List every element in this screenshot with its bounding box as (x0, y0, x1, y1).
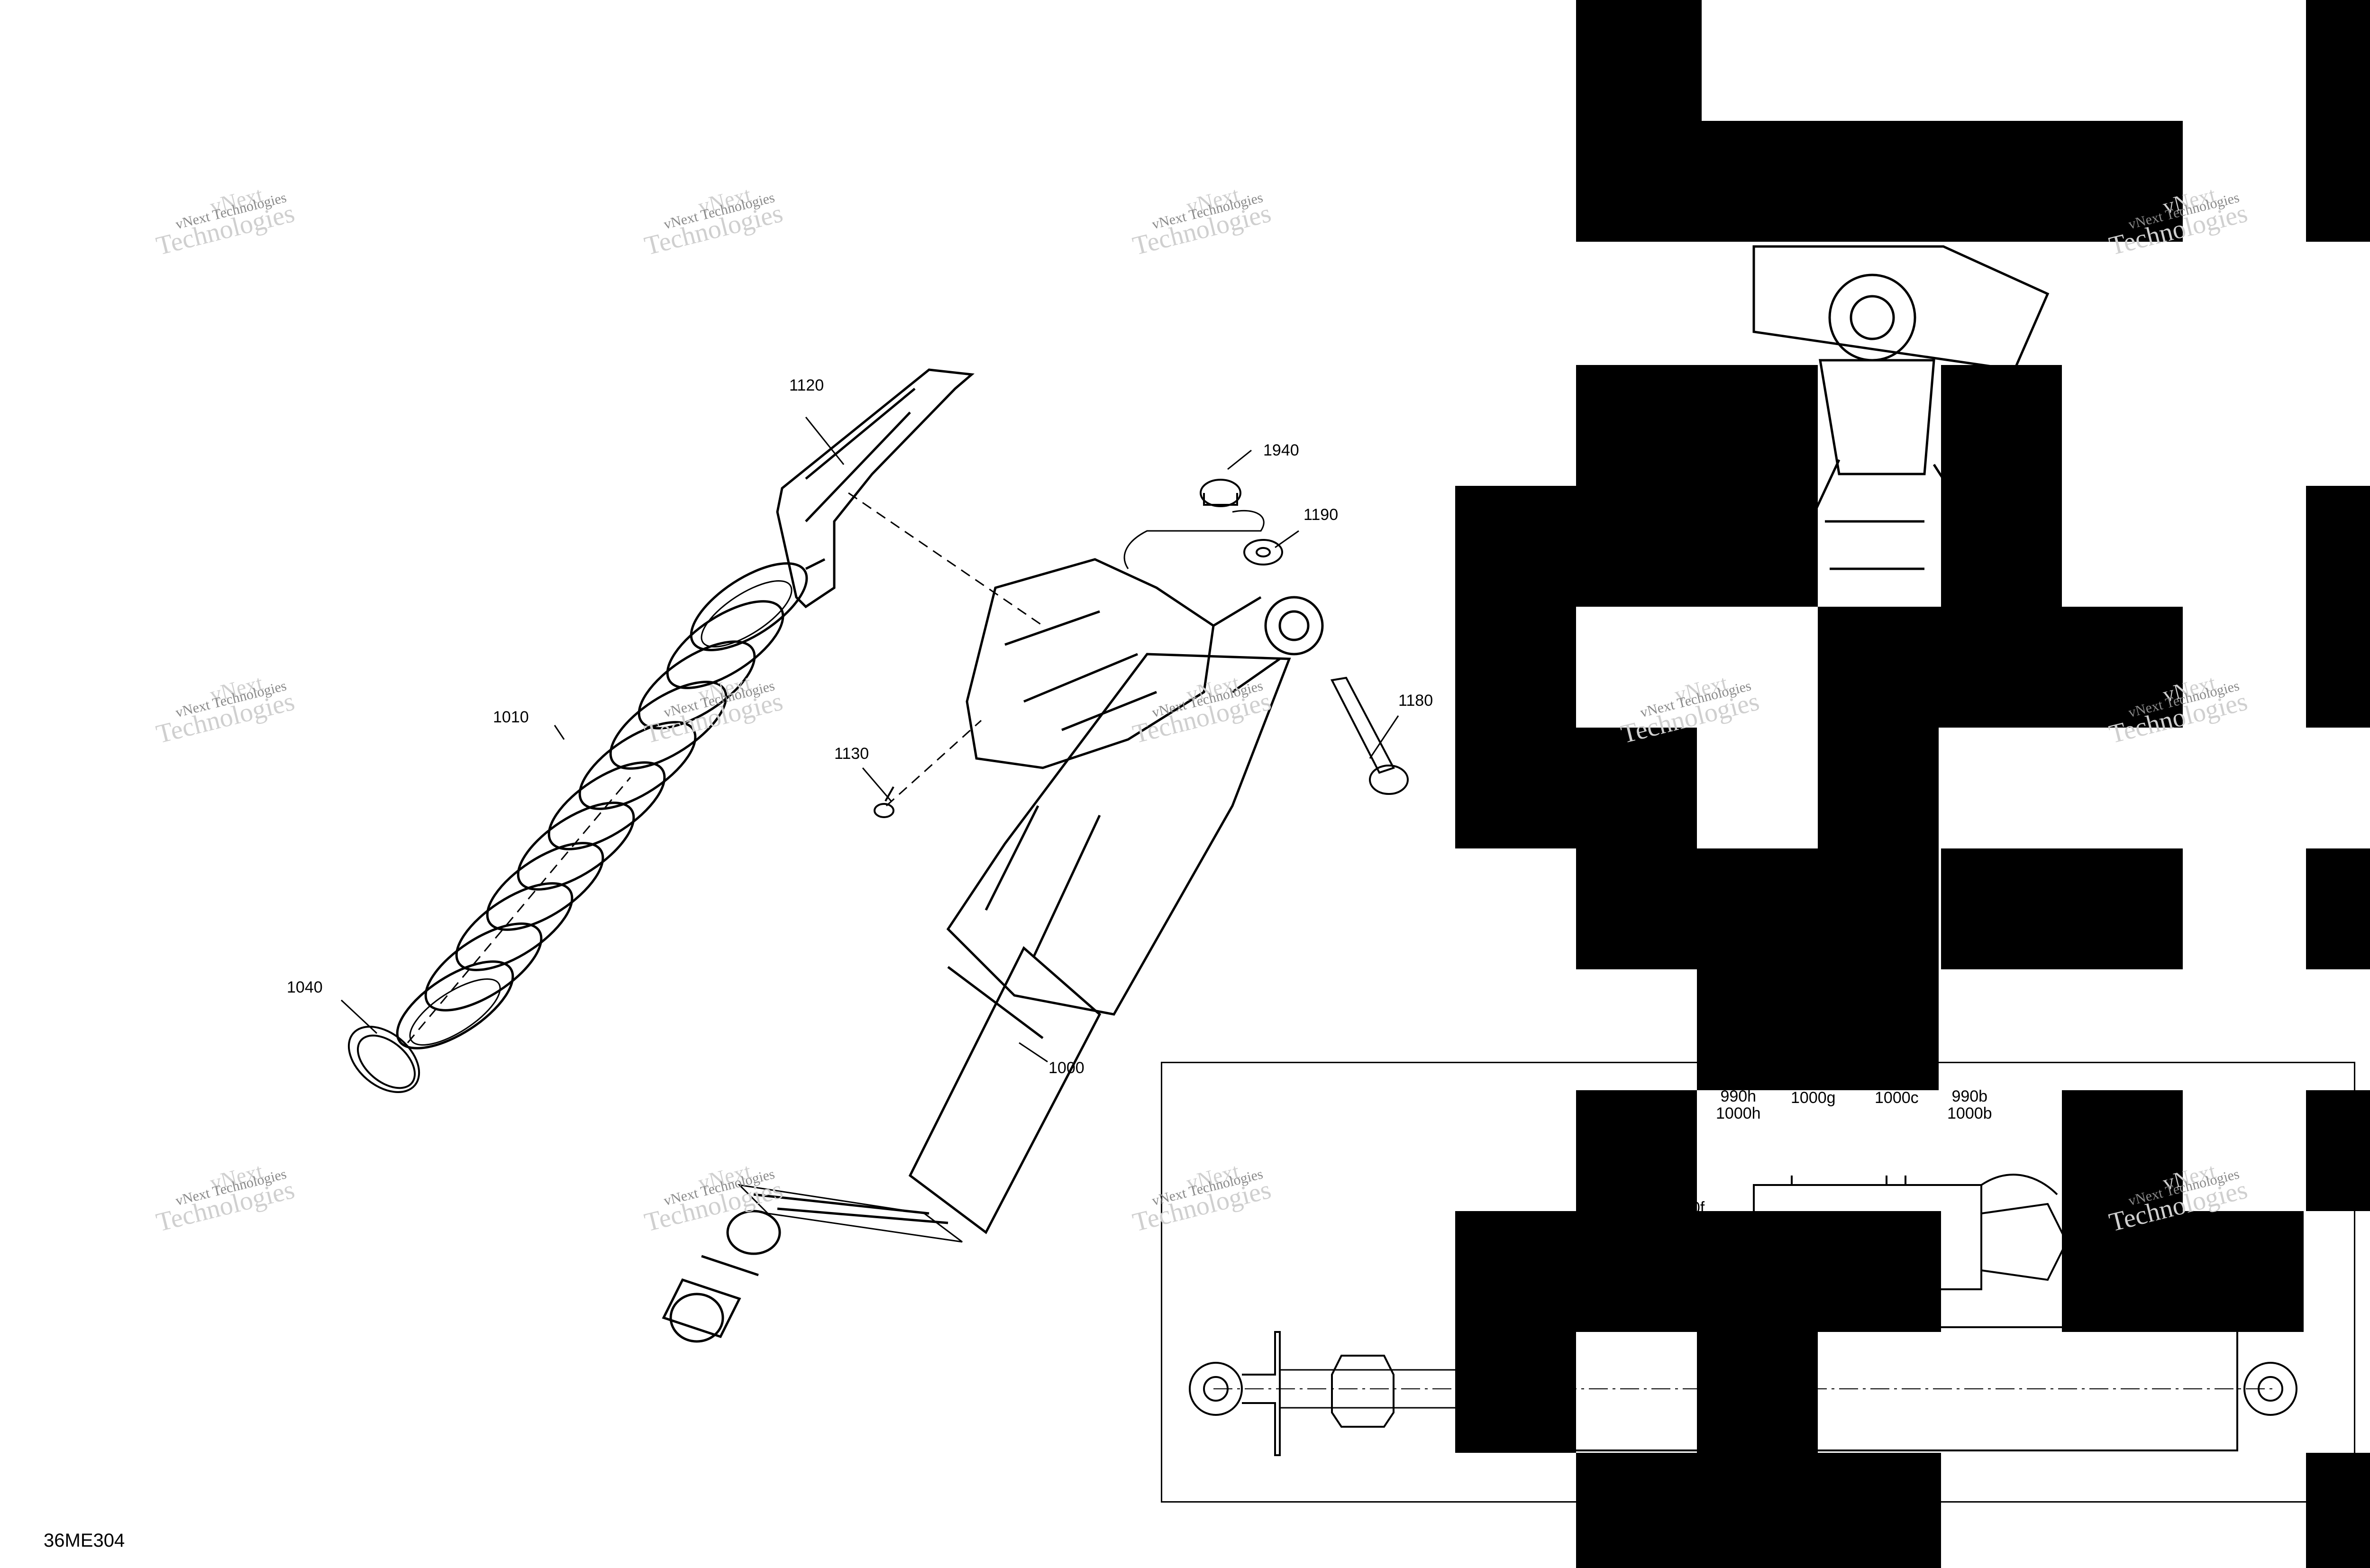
redaction-block (1455, 1211, 1941, 1332)
spring-retainer-1040 (347, 1026, 420, 1093)
redaction-block (1818, 728, 1939, 969)
callout-1190: 1190 (1304, 506, 1339, 524)
callout-1010: 1010 (493, 708, 529, 726)
redaction-block (1455, 728, 1697, 848)
redaction-block (1576, 1453, 1941, 1568)
callout-1040: 1040 (287, 978, 323, 996)
redaction-block (1941, 365, 2062, 607)
detail-inset-frame (1161, 1062, 2355, 1503)
drawing-reference: 36ME304 (44, 1530, 125, 1551)
redaction-block (2306, 848, 2370, 969)
shock-absorber-1000 (662, 558, 1324, 1343)
shock-guard-1120 (776, 368, 975, 609)
redaction-block (1455, 486, 1818, 607)
redaction-block (1576, 1090, 1697, 1211)
redaction-block (2062, 1211, 2304, 1332)
nut-1940 (1123, 479, 1265, 569)
redaction-block (2306, 1090, 2370, 1211)
redaction-block (1697, 1332, 1818, 1453)
redaction-block (1576, 121, 2183, 242)
bolt-1180 (1330, 676, 1409, 795)
redaction-block (2306, 0, 2370, 242)
inset-callout-f: 990f (1673, 1199, 1705, 1217)
callout-1130: 1130 (834, 745, 869, 763)
callout-1940: 1940 (1263, 441, 1299, 459)
redaction-block (1818, 607, 2183, 728)
redaction-block (2306, 1453, 2370, 1568)
redaction-block (1697, 969, 1818, 1090)
redaction-block (2306, 486, 2370, 728)
redaction-block (1455, 1332, 1576, 1453)
callout-1000: 1000 (1048, 1059, 1085, 1077)
redaction-block (1941, 848, 2183, 969)
screw-1130 (874, 786, 894, 818)
callout-1120: 1120 (789, 376, 824, 394)
coil-spring-1010 (396, 562, 808, 1049)
callout-1180: 1180 (1398, 692, 1433, 710)
redaction-block (1576, 848, 1818, 969)
leader-lines (340, 417, 1399, 1063)
redaction-block (1576, 365, 1818, 486)
washer-1190 (1243, 539, 1283, 565)
